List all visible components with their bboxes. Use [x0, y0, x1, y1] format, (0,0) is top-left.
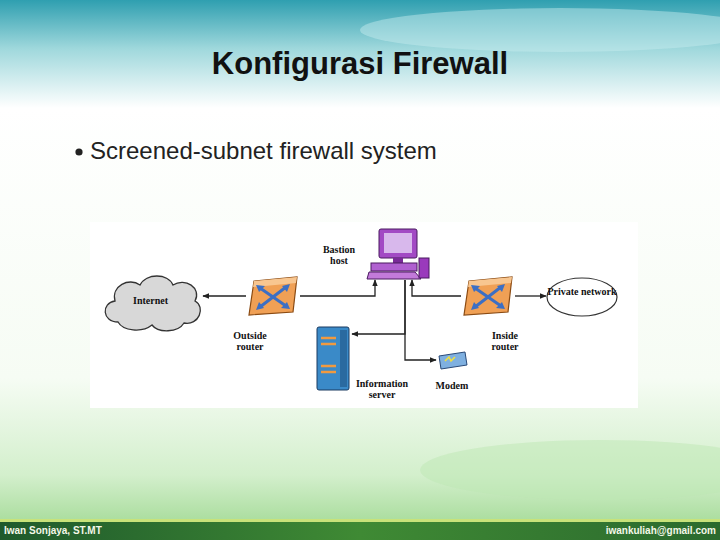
connector	[352, 280, 405, 334]
host-node: Bastion host	[365, 228, 431, 280]
connector	[515, 295, 546, 296]
server-tower	[317, 327, 349, 390]
server-side	[340, 330, 347, 387]
network-node: Private network	[546, 277, 618, 317]
pc-tower	[419, 258, 429, 278]
keyboard	[367, 272, 421, 279]
connector	[412, 280, 461, 296]
node-shape	[316, 326, 352, 392]
node-shape	[461, 276, 515, 316]
footer-email: iwankuliah@gmail.com	[606, 525, 716, 536]
footer-author: Iwan Sonjaya, ST.MT	[4, 525, 102, 536]
bullet-text: Screened-subnet firewall system	[90, 137, 437, 165]
server-bays	[321, 338, 336, 372]
node-shape	[436, 350, 468, 370]
monitor-screen	[384, 233, 412, 253]
node-label: Private network	[546, 286, 618, 297]
node-label: Outside router	[226, 330, 274, 352]
connector	[300, 280, 375, 296]
node-label: Inside router	[481, 330, 529, 352]
slide-title: Konfigurasi Firewall	[0, 46, 720, 82]
monitor-stand	[393, 258, 403, 263]
modem-signal	[445, 357, 455, 361]
background-swirl	[360, 8, 720, 52]
server-node: Information server	[316, 326, 352, 392]
router-node: Outside router	[246, 276, 300, 316]
node-shape	[546, 277, 618, 317]
router-arrows	[260, 287, 286, 307]
router-arrow-heads	[256, 284, 290, 310]
node-shape	[246, 276, 300, 316]
node-label: Bastion host	[315, 244, 363, 266]
node-shape	[365, 228, 431, 280]
router-node: Inside router	[461, 276, 515, 316]
footer-bar	[0, 522, 720, 540]
connector	[405, 280, 436, 360]
bullet-dot	[75, 148, 82, 155]
router-arrows	[475, 287, 501, 307]
modem-node: Modem	[436, 350, 468, 370]
connector	[203, 295, 246, 296]
node-label: Internet	[98, 295, 203, 306]
node-label: Modem	[430, 380, 474, 391]
diagram-panel	[90, 222, 638, 408]
router-arrow-heads	[471, 284, 505, 310]
ellipse-outline	[547, 278, 617, 316]
footer-line	[0, 519, 720, 522]
modem-body	[439, 352, 467, 369]
router-body	[249, 277, 297, 315]
router-body	[464, 277, 512, 315]
cloud-node: Internet	[98, 272, 203, 332]
node-label: Information server	[350, 378, 414, 400]
background-swirl	[420, 440, 720, 500]
monitor	[379, 229, 417, 258]
pc-base	[371, 263, 417, 271]
